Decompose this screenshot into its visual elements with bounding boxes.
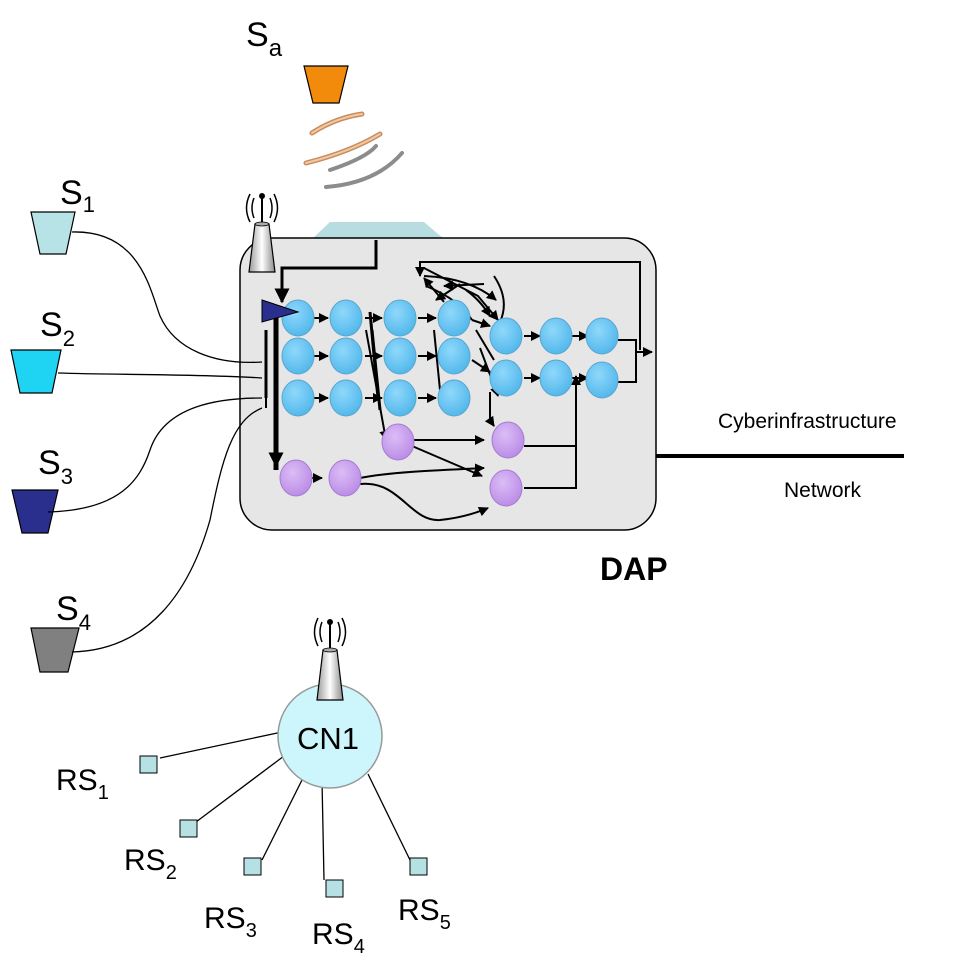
node <box>329 337 363 375</box>
node <box>281 299 315 337</box>
rs2-node <box>179 819 198 838</box>
wireless-waves <box>303 111 404 189</box>
dap-nodes-blue <box>281 299 619 417</box>
sensor-sa-label: Sa <box>246 16 283 62</box>
node <box>437 337 471 375</box>
dap-roof <box>312 222 444 239</box>
rs2-label: RS2 <box>124 844 177 884</box>
sensor-s2-label: S2 <box>40 306 75 351</box>
sensor-s1-label: S1 <box>60 174 95 217</box>
node <box>437 379 471 417</box>
sensor-s2: S2 <box>10 306 75 394</box>
cn1-node: CN1 <box>277 683 383 789</box>
node <box>279 459 313 497</box>
rs4-label: RS4 <box>312 918 365 956</box>
node <box>585 361 619 399</box>
rs1-label: RS1 <box>56 764 109 804</box>
rs1-node <box>139 755 158 774</box>
sensor-s1: S1 <box>30 174 95 255</box>
node <box>491 421 525 459</box>
sensor-sa: Sa <box>246 16 349 104</box>
node <box>539 359 573 397</box>
node <box>489 359 523 397</box>
dap-internal-edges <box>264 240 653 522</box>
cn1-antenna-icon <box>313 617 347 701</box>
node <box>489 317 523 355</box>
node <box>383 299 417 337</box>
sensor-s3-icon <box>11 489 59 534</box>
sensor-s3: S3 <box>11 444 73 534</box>
rs3-node <box>243 857 262 876</box>
cyberinfrastructure-label: Cyberinfrastructure <box>718 410 897 433</box>
node <box>328 459 362 497</box>
node <box>539 317 573 355</box>
sensor-s2-icon <box>10 349 62 394</box>
sensor-s4: S4 <box>30 590 91 673</box>
rs5-label: RS5 <box>398 894 451 934</box>
node <box>329 299 363 337</box>
cn1-label: CN1 <box>297 721 359 756</box>
sensor-s1-icon <box>30 211 76 255</box>
node <box>437 299 471 337</box>
node <box>281 379 315 417</box>
node <box>383 379 417 417</box>
node <box>489 469 523 507</box>
sensor-s4-icon <box>30 627 80 673</box>
node <box>381 423 415 461</box>
dap-nodes-purple <box>279 421 525 507</box>
dap-label: DAP <box>600 551 668 587</box>
rs-links <box>159 731 411 881</box>
rs5-node <box>409 857 428 876</box>
node <box>329 379 363 417</box>
node <box>585 317 619 355</box>
node <box>281 337 315 375</box>
dap-inlet-triangle <box>261 299 300 323</box>
rs4-node <box>325 879 344 898</box>
sensor-cables <box>47 231 263 653</box>
dap-antenna-icon <box>245 193 279 273</box>
sensor-sa-icon <box>303 65 349 104</box>
rs-nodes <box>139 755 428 898</box>
network-label: Network <box>784 479 862 502</box>
sensor-s3-label: S3 <box>38 444 73 489</box>
node <box>383 337 417 375</box>
sensor-s4-label: S4 <box>56 590 91 635</box>
rs3-label: RS3 <box>204 902 257 942</box>
